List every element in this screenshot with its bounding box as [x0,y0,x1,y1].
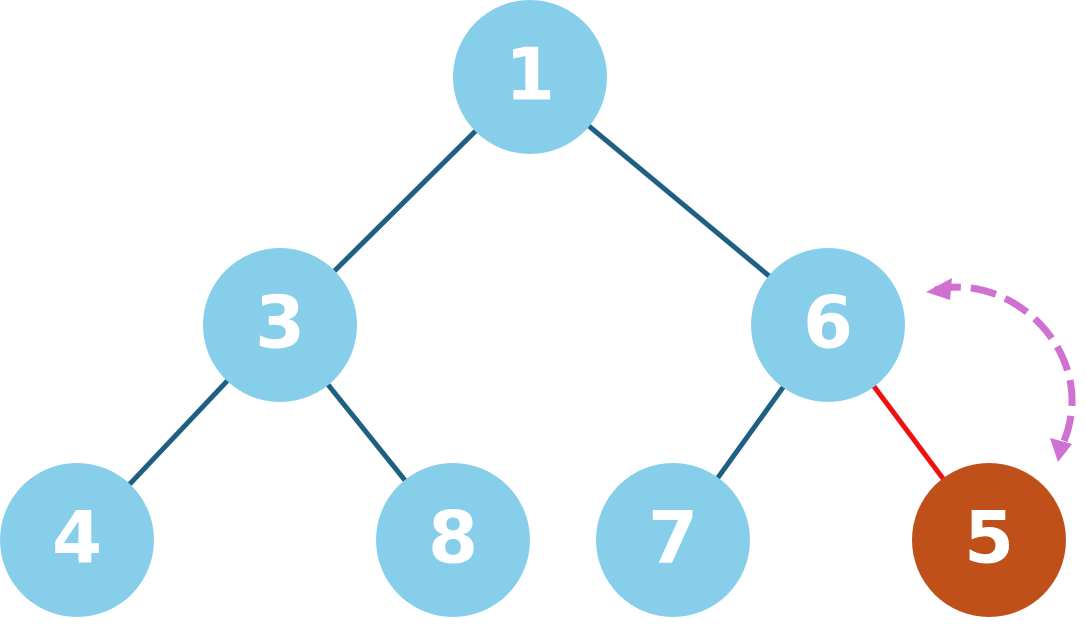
swap-layer [926,278,1076,462]
tree-node-6: 6 [751,248,905,402]
node-circle [203,248,357,402]
tree-node-8: 8 [376,463,530,617]
tree-node-5: 5 [912,463,1066,617]
swap-arrowhead-end [1050,438,1072,462]
swap-arrowhead-start [926,278,952,300]
node-label: 6 [803,281,853,365]
node-label: 8 [428,496,478,580]
node-label: 4 [52,496,102,580]
node-circle [751,248,905,402]
tree-node-1: 1 [453,0,607,154]
node-circle [376,463,530,617]
node-circle [453,0,607,154]
tree-node-4: 4 [0,463,154,617]
node-circle [0,463,154,617]
node-label: 5 [964,496,1014,580]
node-circle [596,463,750,617]
node-label: 3 [255,281,305,365]
swap-arrow [934,283,1076,452]
node-circle [912,463,1066,617]
tree-node-3: 3 [203,248,357,402]
node-label: 7 [648,496,698,580]
nodes-layer: 1 3 6 4 8 7 5 [0,0,1066,617]
tree-node-7: 7 [596,463,750,617]
node-label: 1 [505,33,555,117]
